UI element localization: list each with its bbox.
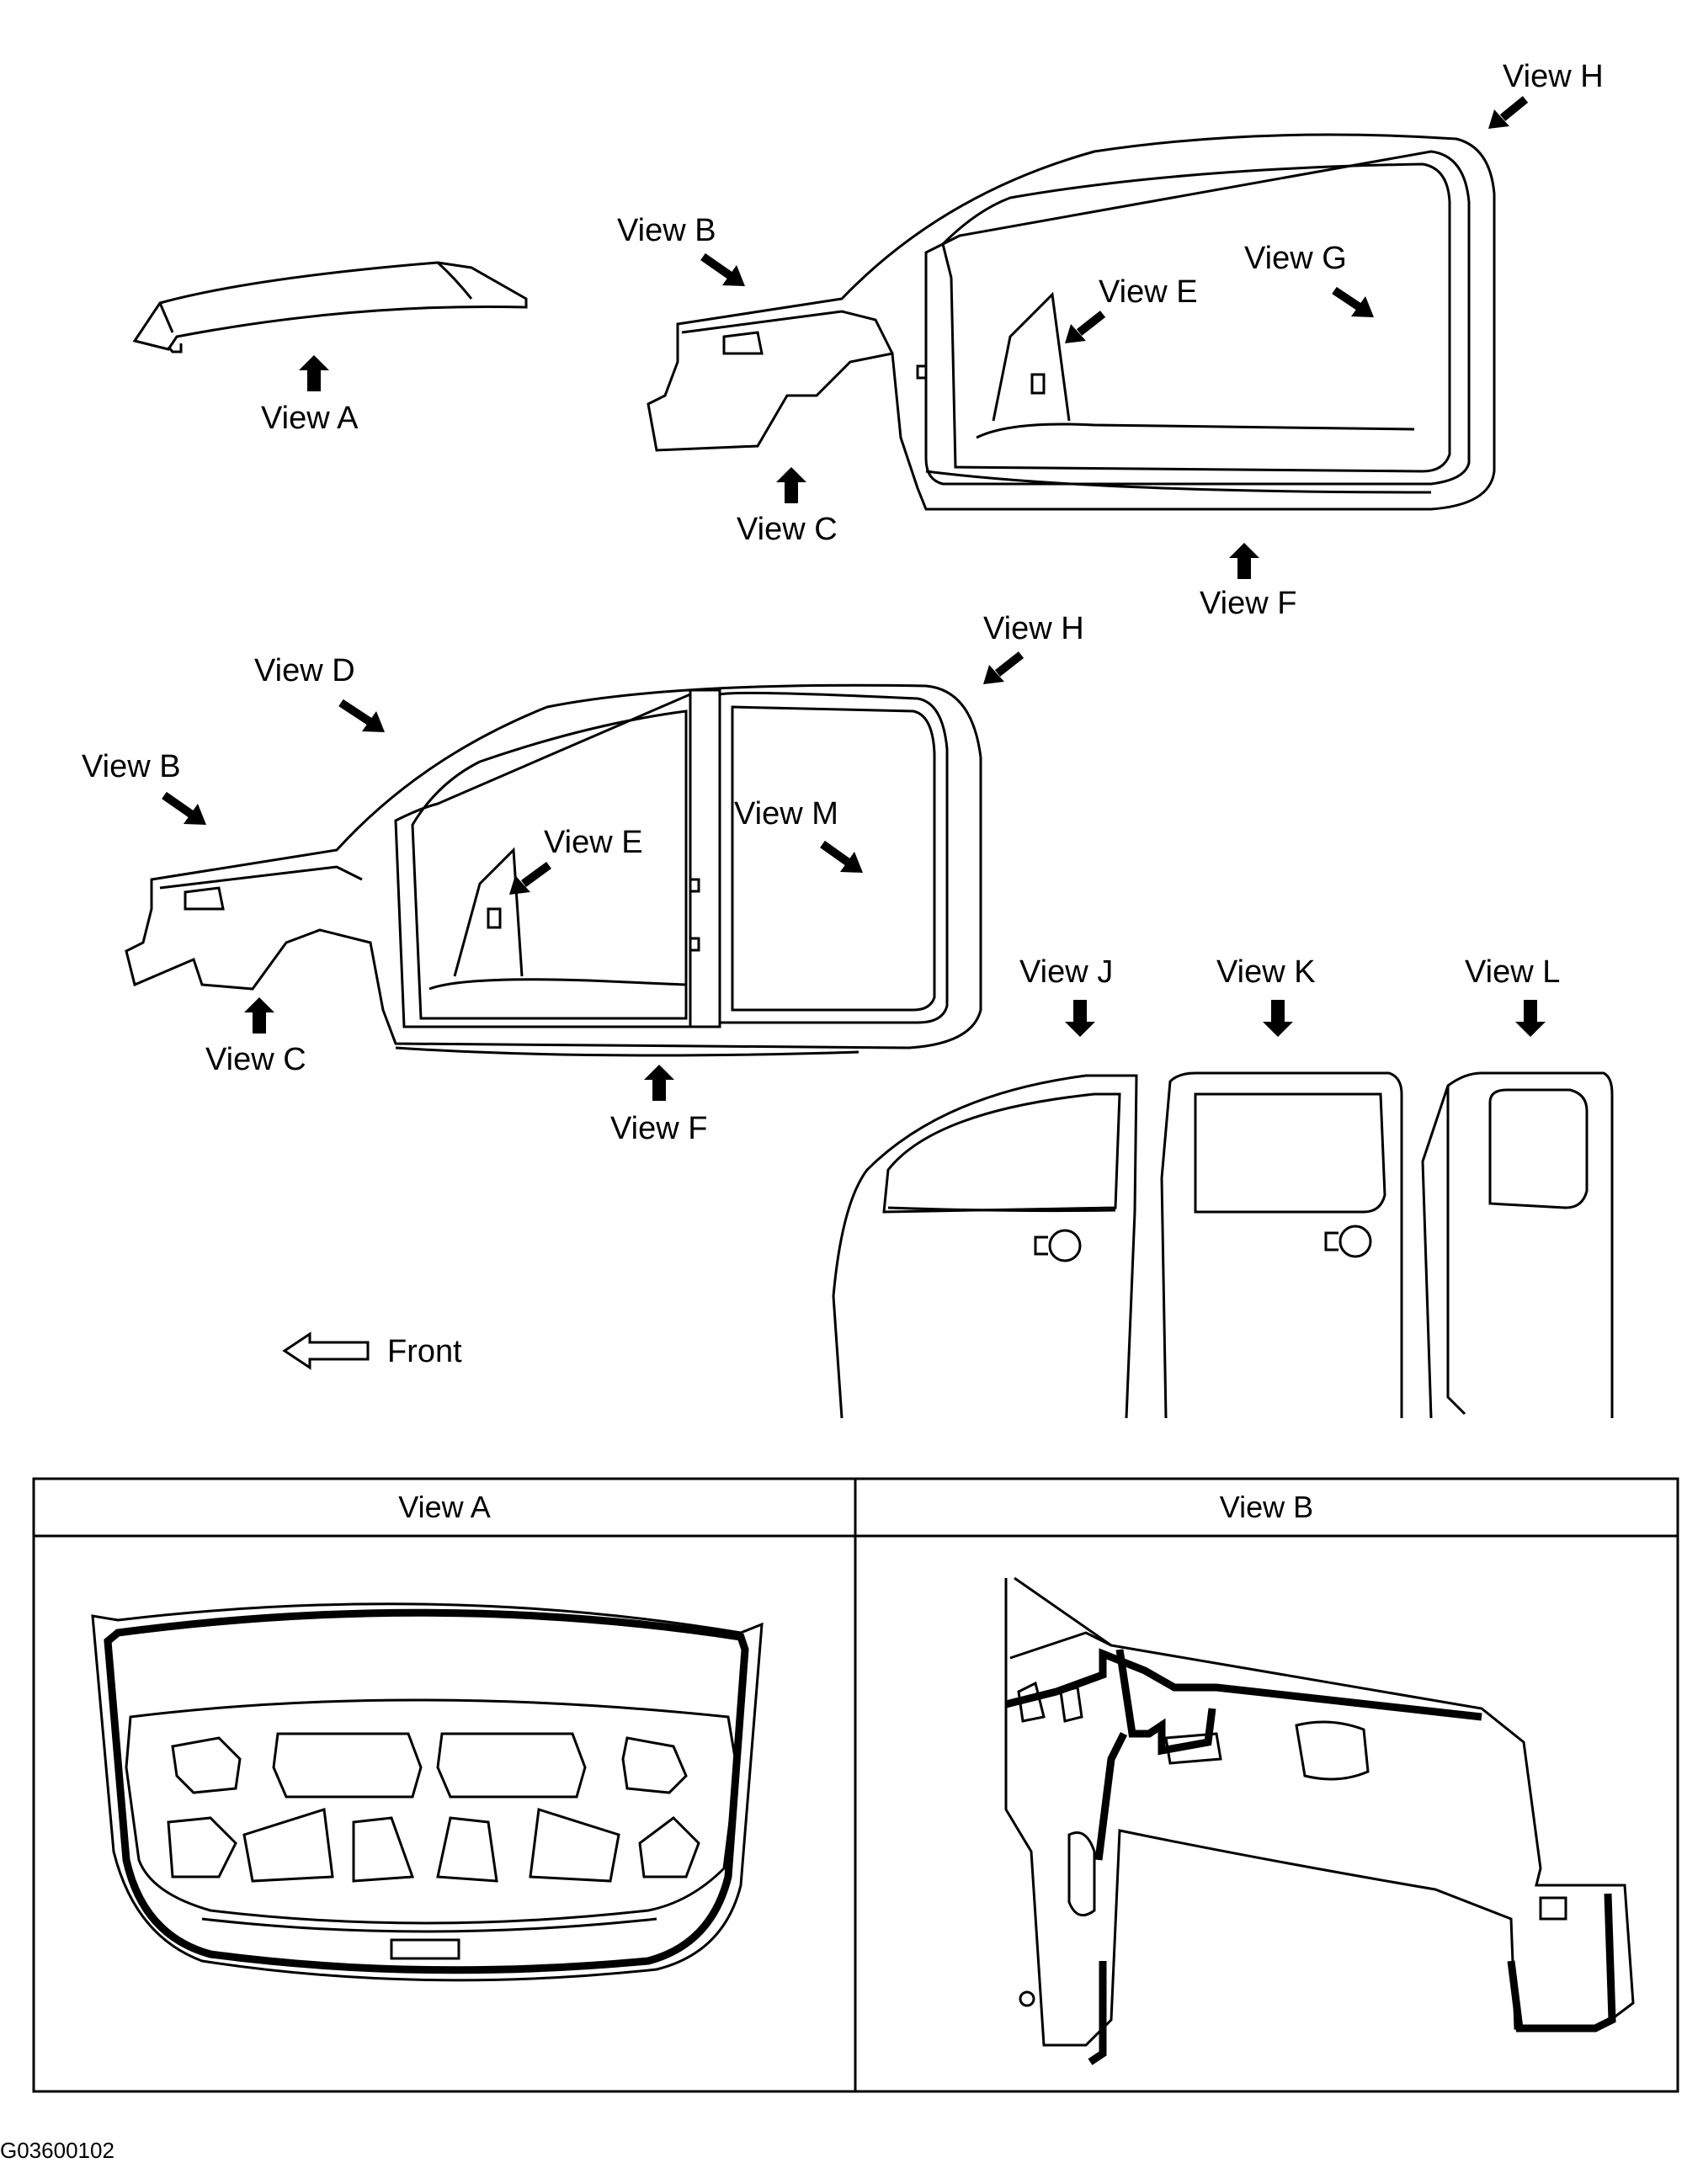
label-view-k: View K	[1216, 954, 1316, 990]
label-view-f-mid: View F	[610, 1111, 708, 1146]
body-side-middle-sketch	[125, 683, 982, 1057]
table-header-view-a: View A	[398, 1490, 491, 1524]
label-view-f-top: View F	[1200, 586, 1297, 621]
view-arrowheads-diagonal	[184, 109, 1509, 895]
arrow-view-a	[299, 355, 329, 391]
label-view-a-top: View A	[261, 401, 359, 436]
arrow-view-k	[1263, 1000, 1293, 1037]
table-header-view-b: View B	[1219, 1490, 1314, 1524]
label-view-m: View M	[734, 796, 838, 832]
body-side-top-sketch	[647, 133, 1496, 511]
label-view-c-mid: View C	[205, 1042, 306, 1077]
view-arrows-diagonal	[162, 96, 1529, 888]
label-view-l: View L	[1465, 954, 1561, 990]
label-view-g: View G	[1244, 241, 1347, 276]
arrow-view-f-top	[1229, 543, 1259, 579]
label-view-j: View J	[1019, 954, 1114, 990]
view-table-frame	[32, 1477, 1679, 2093]
front-arrow-icon	[282, 1331, 370, 1370]
arrow-view-l	[1515, 1000, 1546, 1037]
view-a-lid-detail	[91, 1602, 764, 1982]
label-view-d: View D	[254, 653, 355, 688]
doors-sketch	[832, 1071, 1614, 1419]
arrow-view-c-top	[776, 467, 806, 503]
view-a-seal-line	[104, 1608, 749, 1974]
view-b-seal-line	[1004, 1648, 1616, 2065]
arrow-view-c-mid	[244, 997, 274, 1034]
figure-code: G03600102	[0, 2138, 114, 2163]
view-b-apron-detail	[1004, 1576, 1635, 2047]
label-front: Front	[387, 1334, 462, 1369]
arrow-view-f-mid	[644, 1065, 674, 1101]
label-view-e-top: View E	[1099, 274, 1198, 310]
trunk-lid-sketch	[132, 261, 528, 353]
arrow-view-j	[1065, 1000, 1095, 1037]
label-view-b-mid: View B	[82, 749, 181, 784]
label-view-c-top: View C	[737, 512, 838, 547]
label-view-b-top: View B	[617, 213, 716, 248]
label-view-e-mid: View E	[544, 825, 643, 860]
label-view-h-mid: View H	[983, 611, 1084, 646]
label-view-h-top: View H	[1503, 59, 1604, 94]
view-arrows	[244, 355, 1546, 1101]
